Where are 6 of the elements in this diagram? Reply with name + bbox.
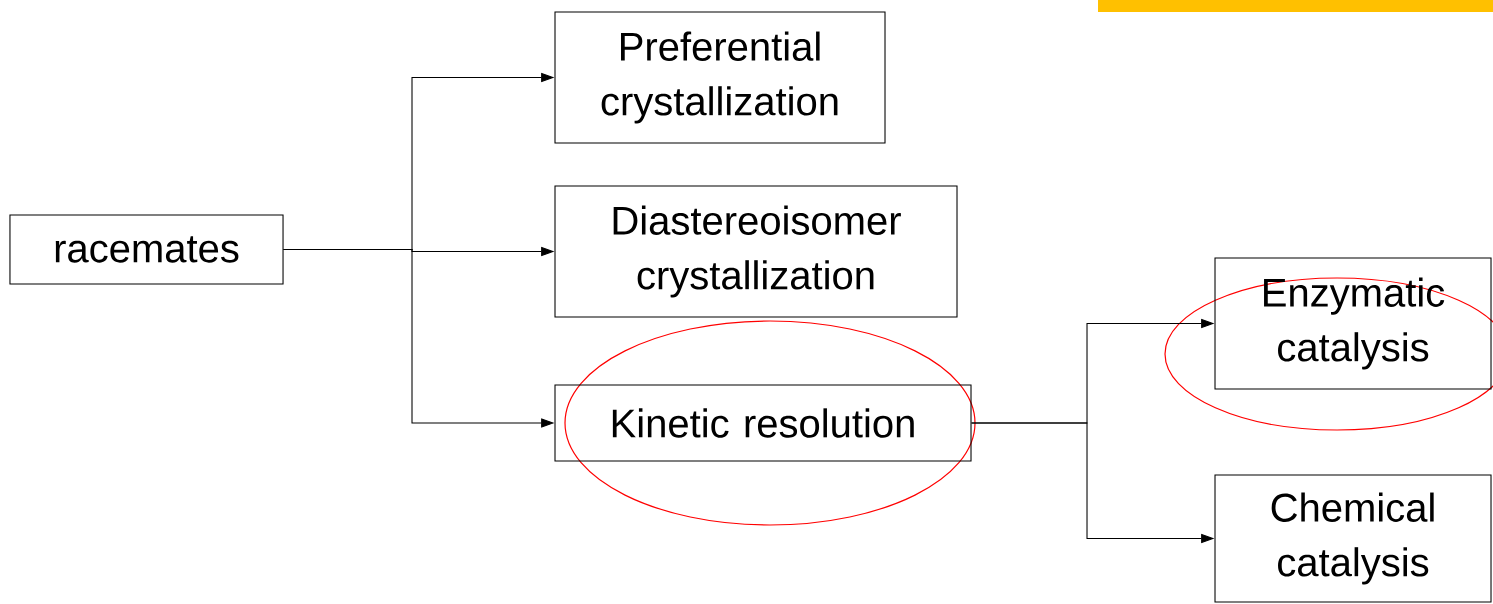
process-box: Preferential crystallization <box>554 11 886 144</box>
process-box: Enzymatic catalysis <box>1214 257 1492 390</box>
process-box: Chemical catalysis <box>1214 474 1492 603</box>
process-box: Diastereoisomer crystallization <box>554 185 958 318</box>
process-box: Kinetic resolution <box>554 384 972 462</box>
process-box: racemates <box>9 214 284 285</box>
